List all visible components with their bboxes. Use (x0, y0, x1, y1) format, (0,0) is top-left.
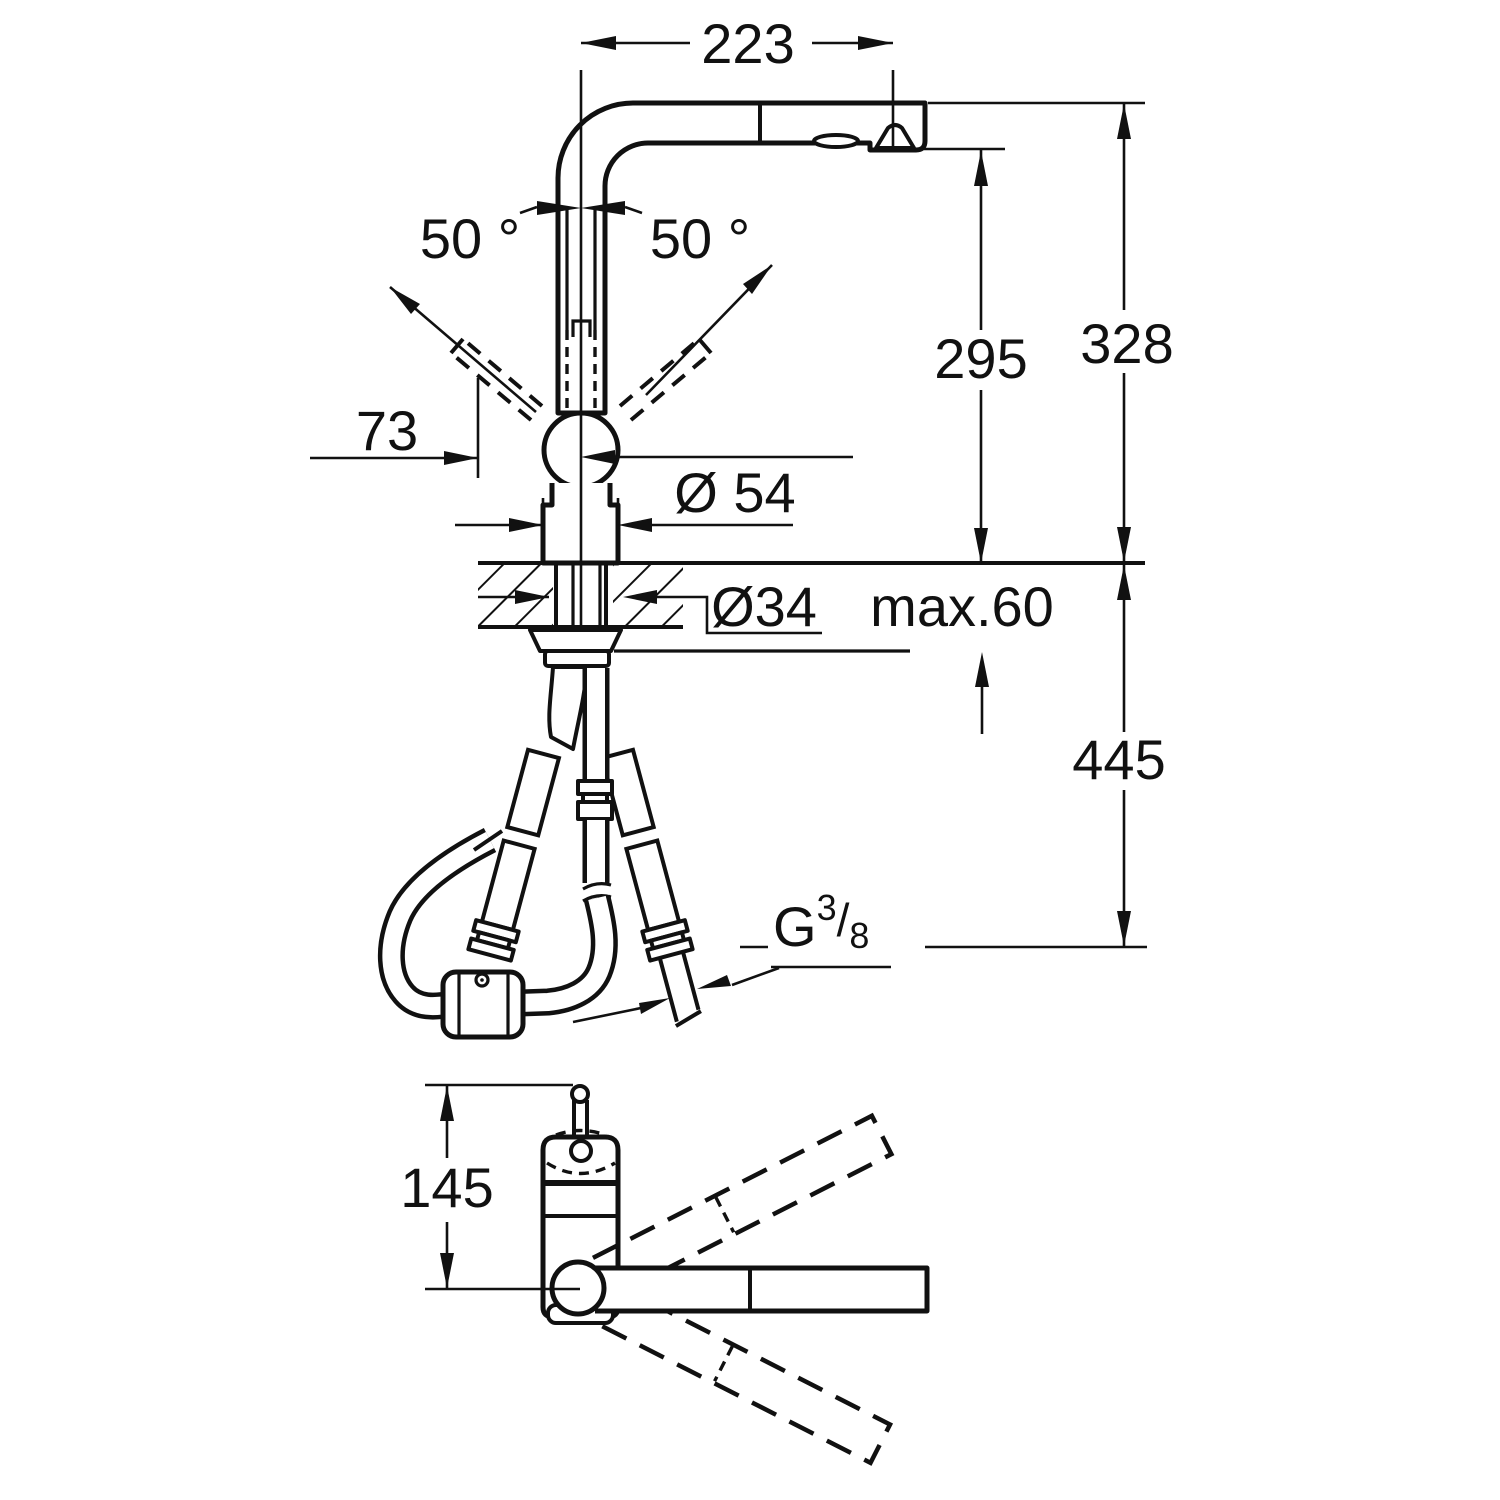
plan-spout (595, 1265, 930, 1314)
hose-loop-end (377, 827, 504, 1020)
dimension-total-height: 328 (928, 101, 1174, 563)
dimension-spout-reach: 223 (581, 12, 895, 150)
dimension-plan-body-length: 145 (400, 1083, 580, 1291)
thread-label: G3/8 (773, 887, 869, 958)
angle-left-label: 50 ° (420, 207, 520, 270)
lever-position-right (618, 337, 713, 422)
dim-445-label: 445 (1072, 728, 1165, 791)
dimension-outlet-height: 295 (922, 147, 1028, 563)
plan-spout-swivel-up (591, 1112, 895, 1299)
under-sink-assembly (377, 665, 702, 1040)
mounting-nut (528, 628, 623, 668)
lever-position-left (449, 337, 544, 422)
plan-lever-stem (570, 1084, 590, 1137)
dim-34-label: Ø34 (711, 575, 817, 638)
dim-328-label: 328 (1080, 312, 1173, 375)
dimension-hole-diameter: Ø34 (478, 575, 822, 638)
dimension-supply-thread: G3/8 (572, 887, 891, 1024)
dimension-max-thickness: max.60 (614, 575, 1054, 734)
lever-upright (565, 207, 597, 412)
supply-hose-left (466, 747, 562, 963)
dim-223-label: 223 (701, 12, 794, 75)
angle-right-label: 50 ° (650, 207, 750, 270)
counter-deck (478, 561, 1145, 648)
dim-295-label: 295 (934, 327, 1027, 390)
dimension-lever-offset: 73 (310, 378, 853, 478)
plan-hidden-collar (555, 1128, 607, 1137)
hose-weight (440, 969, 526, 1040)
pullout-hose (519, 668, 618, 1017)
side-view: 223 50 ° 50 ° (310, 12, 1174, 1040)
supply-pipe-end (657, 951, 701, 1023)
supply-hose-right (599, 747, 702, 1028)
aerator-tip (874, 123, 916, 150)
plan-spout-swivel-down (590, 1280, 894, 1466)
pullout-hose-stub (547, 665, 589, 751)
dim-73-label: 73 (356, 399, 418, 462)
dim-54-label: Ø 54 (674, 461, 795, 524)
plan-view: 145 (400, 1083, 930, 1466)
plan-hidden-cartridge (546, 1161, 616, 1176)
dim-145-label: 145 (400, 1156, 493, 1219)
dimension-depth-below: 445 (925, 563, 1166, 949)
dimension-lever-angles: 50 ° 50 ° (389, 201, 773, 422)
dim-max60-label: max.60 (870, 575, 1054, 638)
spray-button (812, 133, 860, 149)
plan-lever-pivot (569, 1139, 593, 1163)
faucet-side-outline (540, 70, 928, 660)
dimension-body-diameter: Ø 54 (455, 461, 796, 547)
